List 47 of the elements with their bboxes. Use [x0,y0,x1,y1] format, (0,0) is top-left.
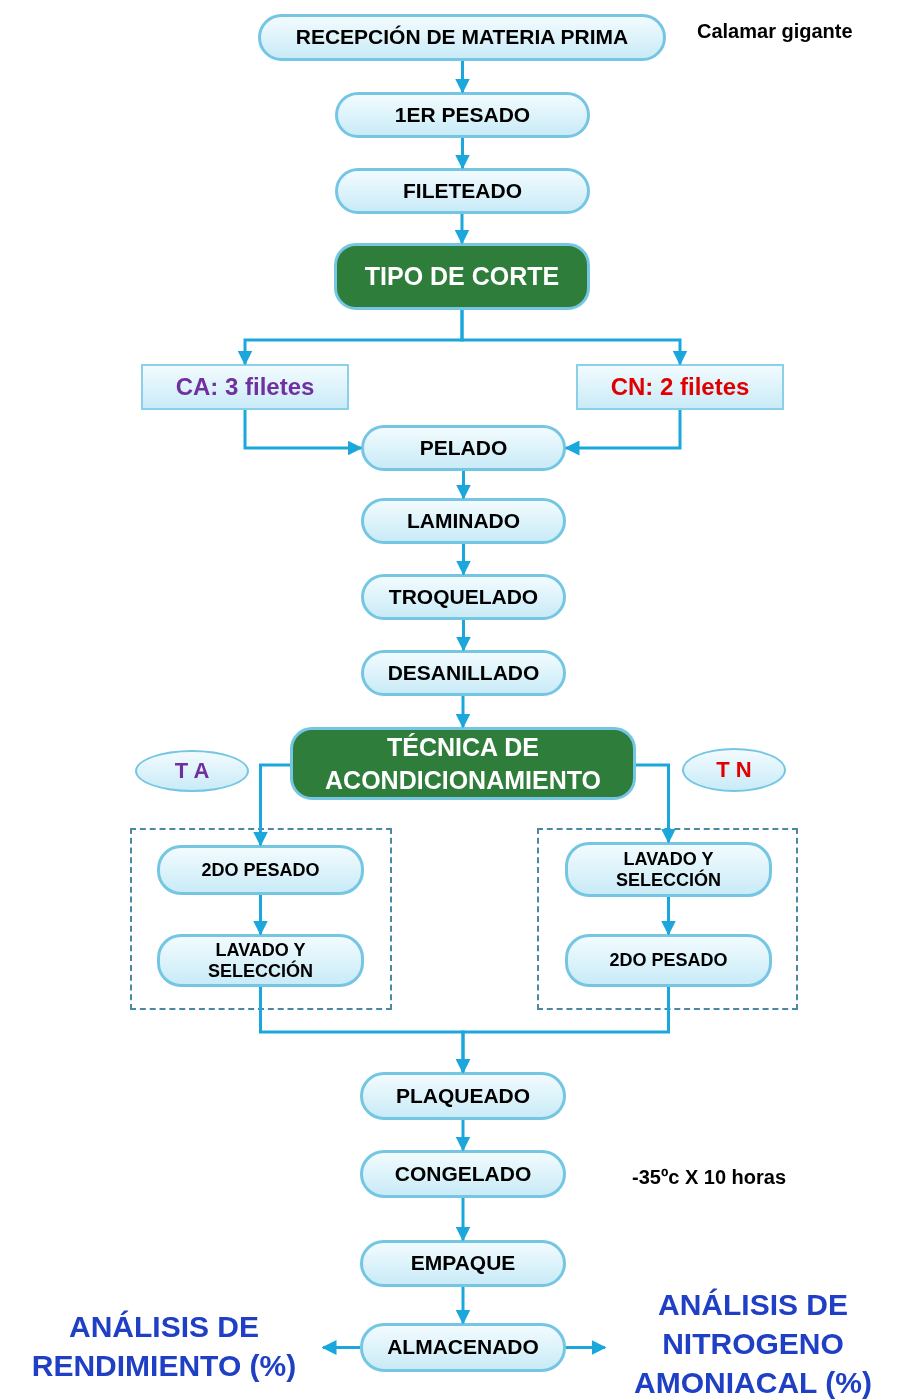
decision-box: TÉCNICA DE ACONDICIONAMIENTO [290,727,636,800]
note-text: Calamar gigante [697,20,853,43]
process-box: LAVADO Y SELECCIÓN [157,934,364,987]
process-box: FILETEADO [335,168,590,214]
process-box: 2DO PESADO [157,845,364,895]
process-box: DESANILLADO [361,650,566,696]
arrow [455,1287,471,1325]
arrow [455,987,670,1074]
arrow [455,61,470,94]
arrow [566,1340,607,1355]
decision-box: TIPO DE CORTE [334,243,590,310]
dashed-group-box [130,828,392,1010]
arrow [253,763,290,847]
result-text: ANÁLISIS DE RENDIMIENTO (%) [5,1305,323,1387]
dashed-group-box [537,828,798,1010]
option-box: CN: 2 filetes [576,364,784,410]
arrow [454,214,470,245]
arrow [455,138,470,170]
arrow [456,471,471,500]
arrow [321,1340,360,1355]
process-box: LAVADO Y SELECCIÓN [565,842,772,897]
process-box: 2DO PESADO [565,934,772,987]
arrow [455,696,471,729]
process-box: CONGELADO [360,1150,566,1198]
process-box: LAMINADO [361,498,566,544]
arrow [253,895,268,936]
arrow [455,1120,471,1152]
tag-ellipse: T N [682,748,786,792]
note-text: -35ºc X 10 horas [632,1166,787,1189]
option-box: CA: 3 filetes [141,364,349,410]
arrow [243,410,363,456]
process-box: ALMACENADO [360,1323,566,1372]
tag-ellipse: T A [135,750,249,792]
arrow [460,310,688,366]
arrow [456,544,471,576]
result-text: ANÁLISIS DE NITROGENO AMONIACAL (%) [605,1288,901,1398]
process-box: EMPAQUE [360,1240,566,1287]
arrow [455,1198,471,1242]
process-box: RECEPCIÓN DE MATERIA PRIMA [258,14,666,61]
arrow [456,620,471,652]
arrow [564,410,682,456]
process-box: PELADO [361,425,566,471]
arrow [636,763,676,844]
process-box: PLAQUEADO [360,1072,566,1120]
process-box: TROQUELADO [361,574,566,620]
process-box: 1ER PESADO [335,92,590,138]
arrow [661,897,676,936]
